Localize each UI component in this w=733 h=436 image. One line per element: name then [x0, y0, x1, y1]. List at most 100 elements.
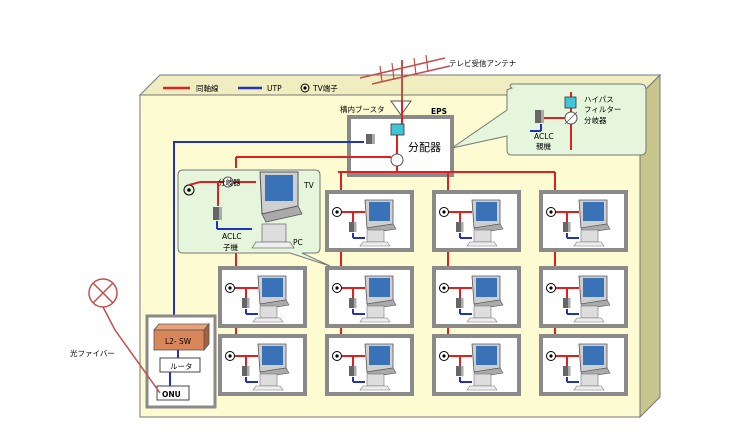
tv-port-dot [335, 354, 339, 358]
fiber-line [102, 306, 161, 394]
tv-label: TV [303, 181, 315, 190]
aclc-device-side [247, 298, 250, 308]
room [539, 190, 628, 252]
room [218, 266, 307, 328]
room [539, 334, 628, 396]
legend-coax-label: 同軸線 [196, 83, 219, 93]
pc-keyboard [573, 317, 605, 323]
tv-port-dot [549, 210, 553, 214]
aclc-device-side [568, 366, 571, 376]
pc-keyboard [252, 317, 284, 323]
tv-port-dot [335, 210, 339, 214]
aclc-device-side [354, 298, 357, 308]
room [325, 334, 414, 396]
aclc-device-icon [349, 366, 356, 376]
hpf-label-2: フィルター [584, 105, 621, 114]
tv-screen [583, 202, 604, 221]
aclc-device-icon [563, 298, 570, 308]
onu-label: ONU [162, 390, 181, 399]
aclc-master-label-1: ACLC [534, 132, 554, 141]
aclc-slave-label-1: ACLC [222, 232, 242, 241]
hpf-label-1: ハイパス [584, 95, 614, 104]
aclc-device-icon [242, 298, 249, 308]
aclc-device-icon [456, 222, 463, 232]
aclc-device-side [461, 298, 464, 308]
pc-icon [473, 373, 492, 387]
pc-icon [580, 305, 599, 319]
pc-keyboard [359, 317, 391, 323]
aclc-device-side [461, 366, 464, 376]
aclc-device-side [568, 298, 571, 308]
tv-port-dot [442, 354, 446, 358]
tv-screen [369, 202, 390, 221]
aclc-device-side [461, 222, 464, 232]
room [218, 334, 307, 396]
utp-backbone [173, 141, 364, 322]
l2-switch-label: L2- SW [165, 337, 192, 346]
tv-screen [476, 202, 497, 221]
aclc-device-side [568, 222, 571, 232]
pc-keyboard [466, 241, 498, 247]
room [539, 266, 628, 328]
pc-icon [366, 229, 385, 243]
aclc-device-icon [349, 222, 356, 232]
tv-port-dot [228, 286, 232, 290]
legend-tv-port-label: TV端子 [312, 83, 338, 93]
room-grid [218, 190, 628, 396]
pc-icon [580, 373, 599, 387]
hpf-label-3: 分岐器 [584, 115, 607, 125]
tv-screen [476, 278, 497, 297]
room [325, 266, 414, 328]
pc-keyboard [573, 385, 605, 391]
pc-icon [473, 229, 492, 243]
pc-icon [259, 305, 278, 319]
main-splitter-label: 分配器 [408, 141, 441, 154]
callout-top-right-content [530, 92, 578, 150]
aclc-master-label-2: 親機 [536, 141, 551, 151]
aclc-device-icon [456, 366, 463, 376]
aclc-slave-label-2: 子機 [223, 242, 238, 252]
pc-keyboard [573, 241, 605, 247]
aclc-device-side [354, 366, 357, 376]
pc-keyboard [359, 241, 391, 247]
tv-port-dot [228, 354, 232, 358]
pc-icon [473, 305, 492, 319]
callout-left-content [183, 171, 303, 249]
aclc-device-icon [242, 366, 249, 376]
room [432, 334, 521, 396]
aclc-device-icon [563, 366, 570, 376]
pc-icon [580, 229, 599, 243]
room [432, 190, 521, 252]
tv-port-dot [442, 210, 446, 214]
eps-aclc-icon [366, 134, 375, 144]
tv-screen [369, 278, 390, 297]
pc-keyboard [466, 317, 498, 323]
callout-top-right [451, 83, 647, 156]
aclc-device-side [247, 366, 250, 376]
pc-icon [259, 373, 278, 387]
tv-screen [583, 346, 604, 365]
booster-label: 構内ブースタ [340, 104, 385, 114]
pc-icon [366, 373, 385, 387]
room [325, 190, 414, 252]
pc-icon [366, 305, 385, 319]
tv-screen [262, 346, 283, 365]
aclc-device-icon [456, 298, 463, 308]
aclc-device-side [354, 222, 357, 232]
tv-port-dot [549, 354, 553, 358]
pc-keyboard [359, 385, 391, 391]
tv-port-dot [549, 286, 553, 290]
router-label: ルータ [170, 362, 193, 371]
tv-port-dot [335, 286, 339, 290]
branch-splitter-label: 分岐器 [218, 177, 241, 187]
aclc-device-icon [563, 222, 570, 232]
tv-port-dot [442, 286, 446, 290]
antenna-label: テレビ受信アンテナ [449, 58, 516, 68]
eps-label: EPS [431, 107, 447, 116]
tv-screen [262, 278, 283, 297]
pc-keyboard [466, 385, 498, 391]
legend: 同軸線 UTP TV端子 [163, 83, 338, 93]
pc-keyboard [252, 385, 284, 391]
onu-box [156, 385, 190, 401]
